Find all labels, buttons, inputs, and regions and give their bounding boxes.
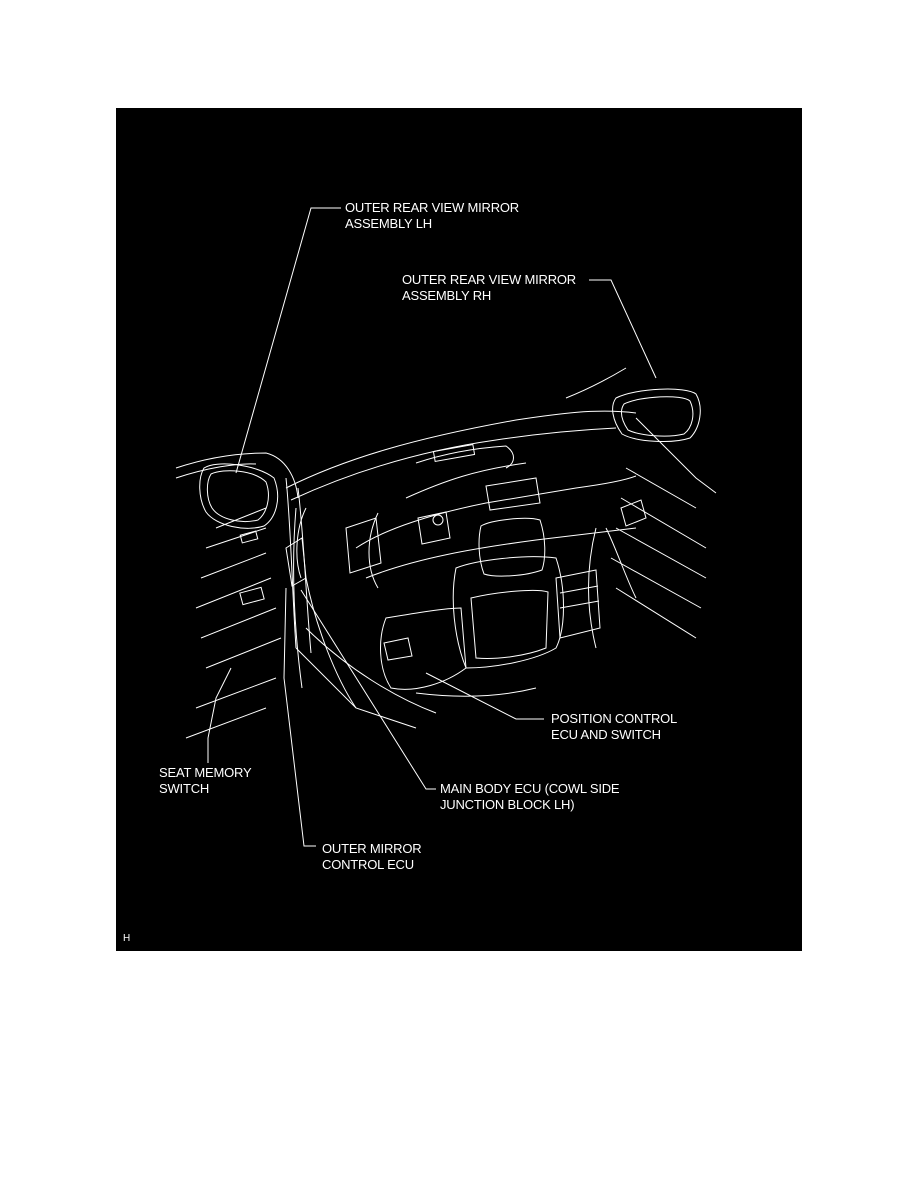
callout-outer-rear-view-mirror-lh: OUTER REAR VIEW MIRROR ASSEMBLY LH bbox=[345, 200, 519, 231]
dashboard-drawing bbox=[285, 367, 637, 589]
leader-lines bbox=[207, 207, 657, 847]
callout-main-body-ecu: MAIN BODY ECU (COWL SIDE JUNCTION BLOCK … bbox=[440, 781, 620, 812]
seat-drawing bbox=[380, 517, 601, 697]
pillar-and-floor-drawing bbox=[285, 477, 437, 729]
corner-mark: H bbox=[123, 933, 131, 944]
callout-outer-rear-view-mirror-rh: OUTER REAR VIEW MIRROR ASSEMBLY RH bbox=[402, 272, 576, 303]
left-mirror-drawing bbox=[199, 463, 279, 529]
left-door-drawing bbox=[175, 452, 357, 739]
right-door-drawing bbox=[588, 417, 717, 649]
component-location-diagram: OUTER REAR VIEW MIRROR ASSEMBLY LH OUTER… bbox=[116, 108, 802, 951]
callout-seat-memory-switch: SEAT MEMORY SWITCH bbox=[159, 765, 252, 796]
callout-outer-mirror-control-ecu: OUTER MIRROR CONTROL ECU bbox=[322, 841, 422, 872]
callout-position-control-ecu: POSITION CONTROL ECU AND SWITCH bbox=[551, 711, 678, 742]
vehicle-interior-line-drawing bbox=[175, 207, 717, 847]
right-mirror-drawing bbox=[612, 388, 701, 442]
